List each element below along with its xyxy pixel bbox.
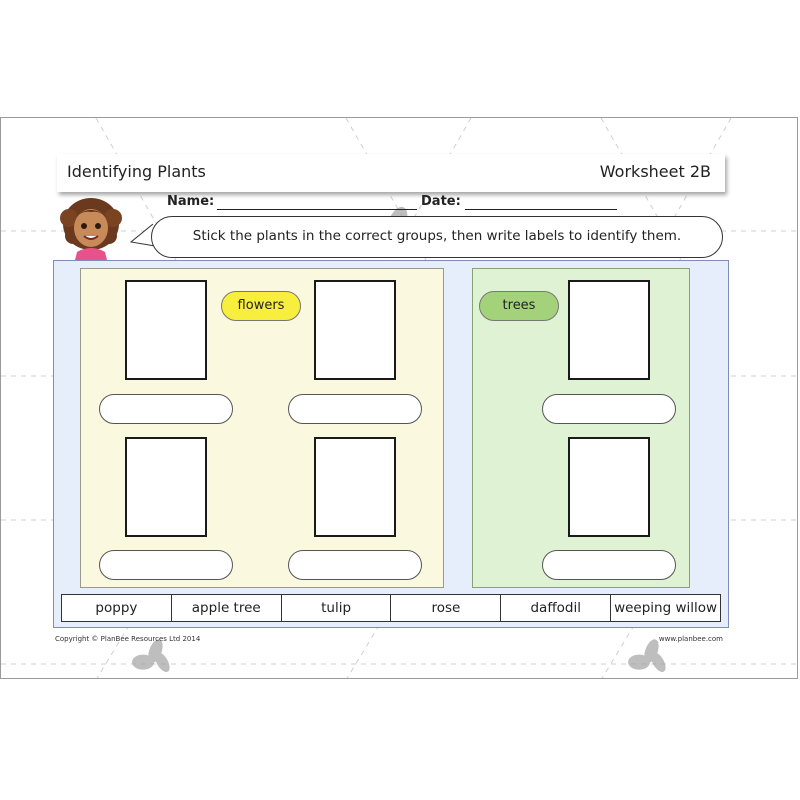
worksheet-title: Identifying Plants xyxy=(67,162,206,181)
word-bank-item[interactable]: daffodil xyxy=(501,595,612,621)
date-label: Date: xyxy=(421,194,461,209)
flower-picture-box-2[interactable] xyxy=(314,280,396,380)
worksheet-number: Worksheet 2B xyxy=(599,162,711,181)
girl-avatar-icon xyxy=(60,198,122,260)
flower-label-field-3[interactable] xyxy=(99,550,233,580)
word-bank-item[interactable]: poppy xyxy=(62,595,172,621)
name-label: Name: xyxy=(167,194,215,209)
flower-label-field-2[interactable] xyxy=(288,394,422,424)
word-bank-item[interactable]: rose xyxy=(391,595,502,621)
date-field[interactable] xyxy=(465,209,617,210)
website-link[interactable]: www.planbee.com xyxy=(658,635,723,643)
trees-heading: trees xyxy=(479,291,559,321)
flower-label-field-4[interactable] xyxy=(288,550,422,580)
word-bank-item[interactable]: apple tree xyxy=(172,595,282,621)
tree-label-field-2[interactable] xyxy=(542,550,676,580)
bee-watermark-icon xyxy=(132,639,170,673)
bee-watermark-icon xyxy=(628,639,666,673)
worksheet-page: Identifying Plants Worksheet 2B Name: Da… xyxy=(0,117,798,679)
flower-picture-box-1[interactable] xyxy=(125,280,207,380)
word-bank: poppy apple tree tulip rose daffodil wee… xyxy=(61,594,721,622)
copyright-notice: Copyright © PlanBee Resources Ltd 2014 xyxy=(55,635,201,643)
flower-label-field-1[interactable] xyxy=(99,394,233,424)
name-field[interactable] xyxy=(217,209,417,210)
word-bank-item[interactable]: weeping willow xyxy=(614,600,718,616)
flower-picture-box-4[interactable] xyxy=(314,437,396,537)
word-bank-item[interactable]: tulip xyxy=(282,595,392,621)
flower-picture-box-3[interactable] xyxy=(125,437,207,537)
worksheet-header: Identifying Plants Worksheet 2B xyxy=(57,154,725,192)
tree-picture-box-2[interactable] xyxy=(568,437,650,537)
tree-label-field-1[interactable] xyxy=(542,394,676,424)
instruction-bubble: Stick the plants in the correct groups, … xyxy=(151,216,723,258)
flowers-heading: flowers xyxy=(221,291,301,321)
tree-picture-box-1[interactable] xyxy=(568,280,650,380)
instruction-text: Stick the plants in the correct groups, … xyxy=(192,228,682,244)
